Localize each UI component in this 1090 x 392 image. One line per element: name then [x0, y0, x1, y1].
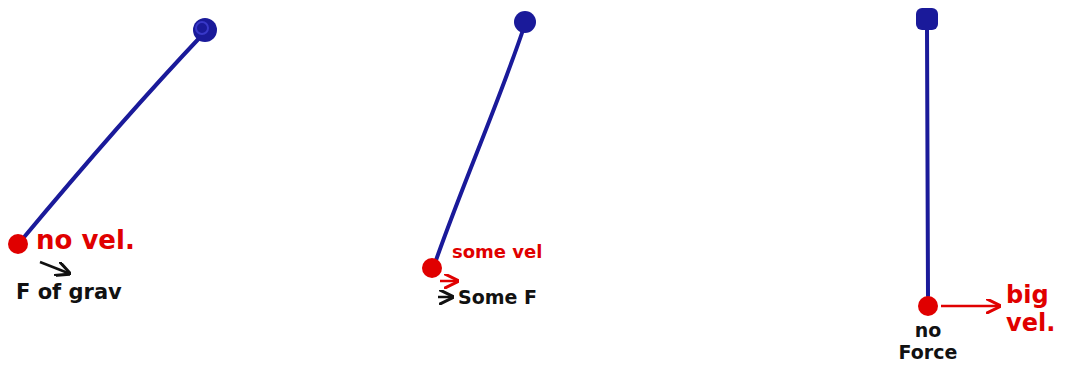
bob — [422, 258, 442, 278]
velocity-arrow — [440, 280, 456, 283]
pivot-scribble — [196, 22, 208, 34]
force-note: F of grav — [16, 280, 122, 304]
pendulum-right — [916, 8, 998, 316]
pivot — [916, 8, 938, 30]
bob — [918, 296, 938, 316]
pivot — [514, 11, 536, 33]
bob — [8, 234, 28, 254]
pendulum-string — [20, 32, 205, 242]
velocity-note: big vel. — [1006, 282, 1070, 337]
force-arrow — [438, 296, 451, 299]
force-note: Some F — [458, 287, 537, 309]
pendulum-left — [8, 18, 217, 273]
pendulum-string — [434, 24, 525, 266]
velocity-note: some vel — [452, 242, 542, 263]
velocity-note: no vel. — [36, 226, 135, 256]
force-note: no Force — [886, 320, 970, 364]
force-arrow — [40, 262, 68, 273]
pivot — [193, 18, 217, 42]
velocity-arrow — [941, 305, 998, 308]
pendulum-string — [927, 28, 928, 296]
